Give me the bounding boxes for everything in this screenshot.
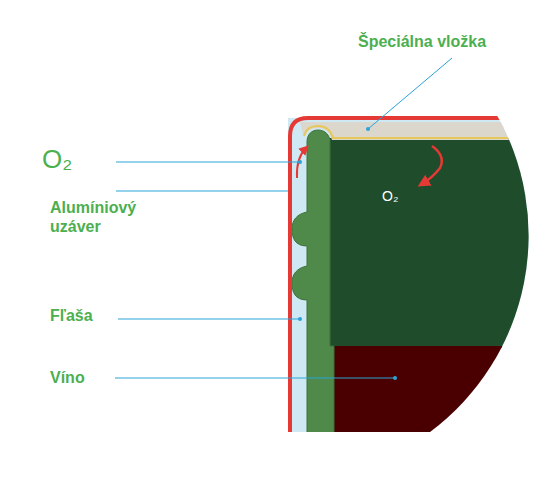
aluminium-cap <box>290 118 559 440</box>
gas-label: O₂ <box>42 144 72 175</box>
leader-line <box>116 162 299 163</box>
liner-seal <box>304 126 559 138</box>
part-label: Špeciálna vložka <box>358 32 486 51</box>
oxygen-arrow <box>422 146 442 184</box>
leader-dot <box>393 376 397 380</box>
label-text: Alumíniový uzáver <box>50 199 136 235</box>
leader-dot <box>366 127 370 131</box>
part-label: Fľaša <box>50 306 93 325</box>
leader-dot <box>298 317 302 321</box>
label-text: O₂ <box>382 188 398 204</box>
gas-label: O₂ <box>382 188 398 205</box>
leader-line <box>116 191 288 192</box>
label-text: O₂ <box>42 144 72 174</box>
label-text: Špeciálna vložka <box>358 33 486 50</box>
oxygen-arrow <box>297 148 306 178</box>
wine <box>334 346 559 436</box>
headspace <box>330 138 559 348</box>
special-liner <box>300 122 559 140</box>
leader-dot <box>298 160 302 164</box>
bottle-neck <box>292 130 334 440</box>
cross-section <box>288 118 559 440</box>
label-text: Fľaša <box>50 307 93 324</box>
leader-line <box>368 58 452 129</box>
leader-line <box>115 378 394 379</box>
leader-lines <box>115 58 452 378</box>
part-label: Alumíniový uzáver <box>50 198 160 236</box>
label-text: Víno <box>50 369 85 386</box>
part-label: Víno <box>50 368 85 387</box>
leader-line <box>118 319 300 320</box>
